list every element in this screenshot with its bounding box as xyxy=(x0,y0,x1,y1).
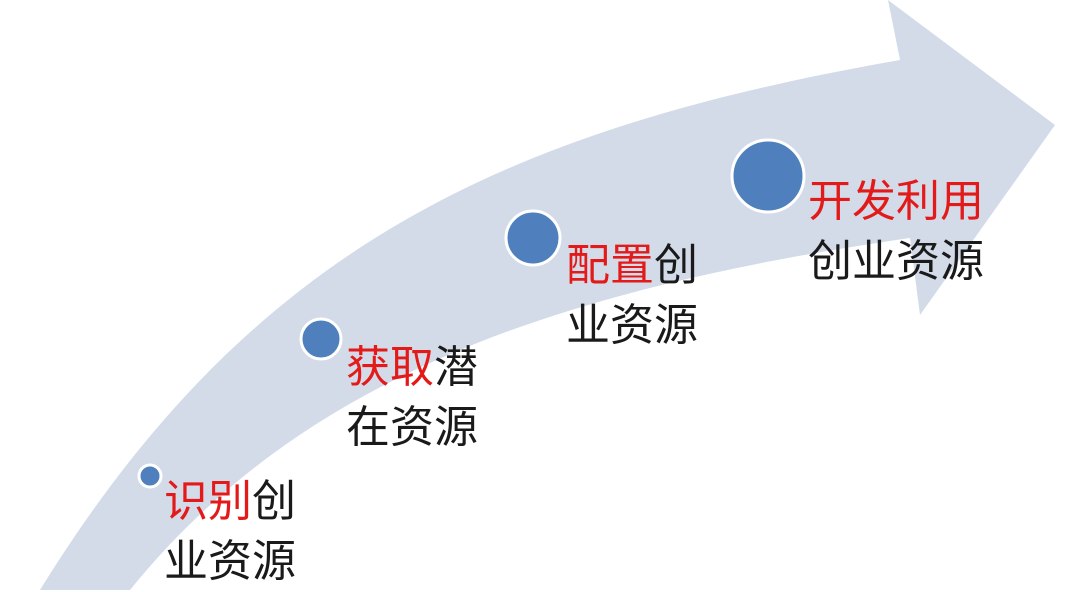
step-label-line-2: 业资源 xyxy=(164,536,296,587)
step-label-line-2: 业资源 xyxy=(566,300,698,351)
curved-arrow-shape xyxy=(40,0,1055,590)
step-rest-text: 创 xyxy=(654,240,698,291)
step-rest-text: 创 xyxy=(252,476,296,527)
step-label-acquire: 获取潜 在资源 xyxy=(346,338,478,458)
step-label-line-2: 创业资源 xyxy=(808,236,984,287)
step-rest-text: 潜 xyxy=(434,342,478,393)
step-label-line-1: 配置创 xyxy=(566,236,698,296)
step-highlight-text: 配置 xyxy=(566,240,654,291)
step-label-line-1: 识别创 xyxy=(164,472,296,532)
step-label-line-1: 开发利用 xyxy=(808,172,984,232)
step-label-allocate: 配置创 业资源 xyxy=(566,236,698,356)
step-highlight-text: 开发利用 xyxy=(808,176,984,227)
step-highlight-text: 识别 xyxy=(164,476,252,527)
step-label-develop: 开发利用 创业资源 xyxy=(808,172,984,292)
step-dot-1 xyxy=(137,463,163,489)
step-highlight-text: 获取 xyxy=(346,342,434,393)
step-label-identify: 识别创 业资源 xyxy=(164,472,296,592)
step-label-line-2: 在资源 xyxy=(346,402,478,453)
step-dot-3 xyxy=(504,209,562,267)
step-label-line-1: 获取潜 xyxy=(346,338,478,398)
step-dot-4 xyxy=(730,138,806,214)
step-dot-2 xyxy=(299,317,343,361)
